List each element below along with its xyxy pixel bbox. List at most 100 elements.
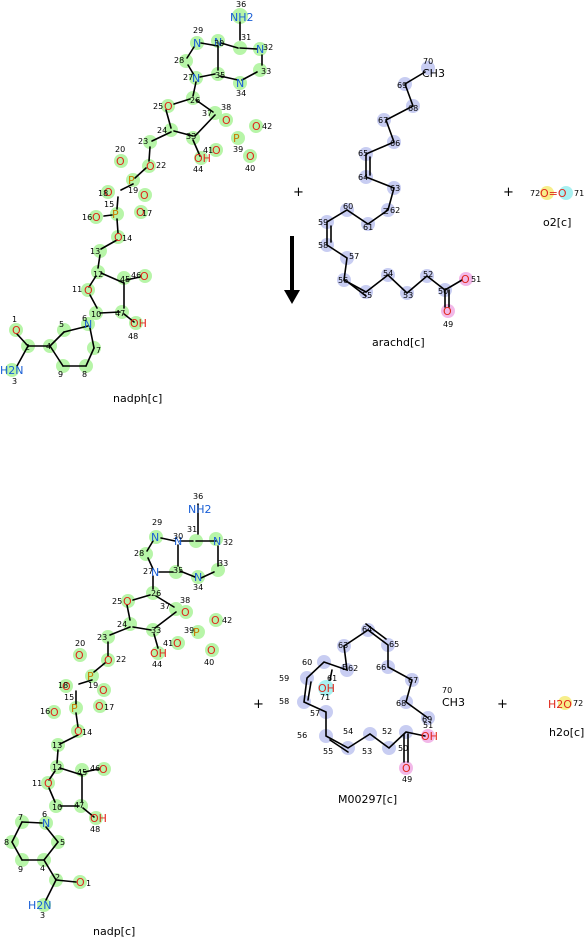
svg-text:N: N [42,817,50,830]
svg-text:N: N [214,36,222,49]
svg-text:7: 7 [96,346,101,355]
svg-text:O: O [75,649,84,662]
svg-text:53: 53 [362,747,372,756]
svg-text:32: 32 [223,538,233,547]
svg-text:9: 9 [58,370,63,379]
svg-text:41: 41 [203,146,213,155]
svg-text:O: O [99,684,108,697]
svg-text:72: 72 [573,699,583,708]
svg-text:42: 42 [222,616,232,625]
svg-text:11: 11 [72,285,82,294]
svg-text:13: 13 [52,741,62,750]
svg-text:O: O [207,644,216,657]
svg-text:45: 45 [77,768,87,777]
svg-text:10: 10 [52,803,62,812]
svg-text:O: O [84,284,93,297]
svg-text:3: 3 [40,911,45,920]
nadp-caption: nadp[c] [93,925,135,937]
svg-text:8: 8 [82,370,87,379]
svg-text:42: 42 [262,122,272,131]
svg-text:O: O [62,680,71,693]
svg-text:O: O [212,144,221,157]
svg-text:33: 33 [186,132,196,141]
svg-text:31: 31 [187,525,197,534]
svg-text:14: 14 [122,234,132,243]
svg-text:67: 67 [378,116,388,125]
svg-text:31: 31 [241,33,251,42]
svg-text:64: 64 [358,173,368,182]
svg-text:1: 1 [86,879,91,888]
svg-text:60: 60 [343,202,353,211]
nadp-structure: NH2 N N N N N O O P O O O OH O O P O O P… [4,492,233,937]
svg-text:Z: Z [383,207,389,216]
svg-text:49: 49 [402,775,412,784]
svg-text:47: 47 [74,801,84,810]
svg-text:OH: OH [318,682,335,695]
svg-text:39: 39 [184,626,194,635]
svg-text:O: O [136,206,145,219]
svg-text:O: O [222,114,231,127]
plus-sign-2: + [503,185,514,200]
svg-text:18: 18 [58,681,68,690]
svg-text:68: 68 [408,104,418,113]
svg-text:E: E [342,663,347,672]
svg-text:26: 26 [151,589,161,598]
svg-text:13: 13 [90,247,100,256]
svg-text:5: 5 [59,320,64,329]
svg-text:14: 14 [82,728,92,737]
svg-text:O: O [181,606,190,619]
svg-text:H2N: H2N [0,364,24,377]
svg-text:71: 71 [320,693,330,702]
svg-text:34: 34 [236,89,246,98]
nadph-nh2-label: NH2 [230,11,254,24]
svg-text:35: 35 [173,566,183,575]
svg-text:20: 20 [115,145,125,154]
svg-text:O: O [92,211,101,224]
svg-text:15: 15 [64,693,74,702]
svg-text:63: 63 [338,641,348,650]
plus-sign-1: + [293,185,304,200]
h2o-structure: H2O 72 h2o[c] [548,696,584,739]
svg-text:34: 34 [193,583,203,592]
svg-text:46: 46 [90,764,100,773]
svg-text:22: 22 [116,655,126,664]
svg-text:44: 44 [193,165,203,174]
svg-text:3: 3 [12,377,17,386]
svg-text:48: 48 [128,332,138,341]
svg-text:11: 11 [32,779,42,788]
plus-sign-4: + [497,697,508,712]
svg-text:70: 70 [442,686,452,695]
svg-text:6: 6 [82,314,87,323]
svg-text:CH3: CH3 [442,696,465,709]
svg-text:65: 65 [358,149,368,158]
svg-text:33: 33 [151,626,161,635]
svg-text:O: O [114,231,123,244]
svg-text:58: 58 [279,697,289,706]
svg-text:32: 32 [263,43,273,52]
svg-text:P: P [233,132,240,145]
svg-text:29: 29 [193,26,203,35]
svg-text:O: O [252,120,261,133]
svg-text:38: 38 [180,596,190,605]
o2-structure: O=O 72 71 o2[c] [530,186,584,229]
svg-text:26: 26 [190,96,200,105]
svg-text:O: O [74,725,83,738]
svg-text:40: 40 [204,658,214,667]
svg-text:2: 2 [55,873,60,882]
svg-text:2: 2 [25,343,30,352]
svg-text:19: 19 [128,186,138,195]
svg-text:23: 23 [97,633,107,642]
svg-text:36: 36 [236,0,246,9]
svg-text:OH: OH [130,317,147,330]
o2-caption: o2[c] [543,216,571,229]
svg-text:O: O [164,100,173,113]
svg-text:OH: OH [150,647,167,660]
svg-text:62: 62 [348,664,358,673]
svg-text:8: 8 [4,838,9,847]
svg-text:H2N: H2N [28,899,52,912]
plus-sign-3: + [253,697,264,712]
svg-text:61: 61 [327,674,337,683]
svg-text:O: O [123,595,132,608]
